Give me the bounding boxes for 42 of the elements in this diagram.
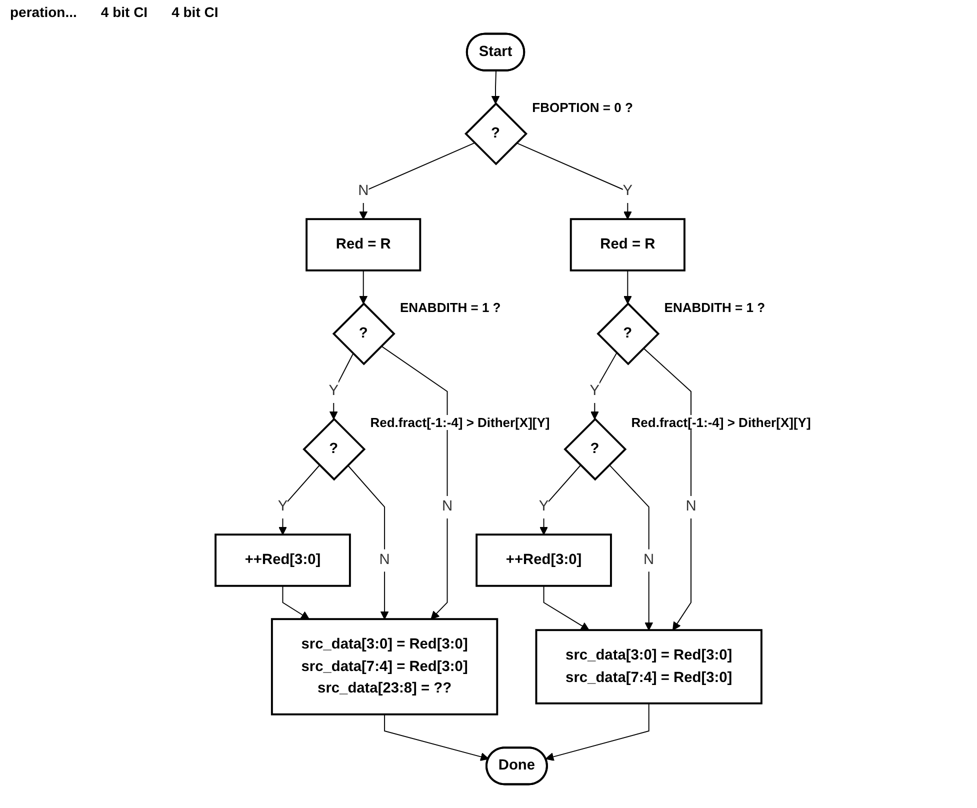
arrow — [608, 464, 654, 630]
edge-label: N — [358, 182, 369, 200]
condition-text: ENABDITH = 1 ? — [398, 300, 503, 315]
edge-label: Y — [590, 382, 600, 400]
condition-text: ENABDITH = 1 ? — [662, 300, 768, 315]
condition-text: Red.fract[-1:-4] > Dither[X][Y] — [368, 415, 552, 430]
arrow — [543, 585, 590, 630]
note-text: 4 bit CI — [100, 4, 148, 20]
edge-label: N — [379, 551, 390, 568]
arrow — [359, 142, 476, 220]
edge-label: Y — [538, 498, 549, 515]
condition-text: Red.fract[-1:-4] > Dither[X][Y] — [629, 415, 813, 430]
arrow — [516, 142, 632, 220]
arrow — [642, 348, 692, 630]
arrow — [545, 702, 650, 761]
node-box: Red = R — [570, 218, 686, 272]
arrow — [491, 70, 500, 104]
edge-label: N — [644, 551, 654, 568]
arrow — [380, 346, 448, 620]
condition-text: FBOPTION = 0 ? — [530, 100, 635, 115]
node-box: ++Red[3:0] — [476, 534, 612, 587]
edge-label: N — [686, 498, 696, 515]
node-box: src_data[3:0] = Red[3:0] src_data[7:4] = Red[3:0] src_data[23:8] = ?? — [270, 618, 498, 716]
arrow — [623, 270, 632, 304]
edge-label: Y — [622, 182, 633, 200]
node-diamond: ? — [302, 418, 366, 481]
edge-label: Y — [328, 382, 339, 400]
note-text: 4 bit CI — [172, 4, 218, 20]
node-box: ++Red[3:0] — [214, 534, 351, 587]
arrow — [282, 585, 310, 620]
node-diamond: ? — [564, 418, 627, 481]
arrow — [347, 464, 389, 620]
node-diamond: ? — [596, 302, 660, 366]
node-box: Red = R — [306, 218, 422, 272]
note-text: peration... — [10, 4, 77, 20]
edge-label: Y — [278, 498, 288, 515]
node-diamond: ? — [464, 102, 528, 166]
node-box: src_data[3:0] = Red[3:0] src_data[7:4] = Red[3:0] — [535, 629, 762, 704]
edge-label: N — [442, 498, 453, 515]
node-diamond: ? — [332, 302, 396, 366]
arrow — [359, 270, 368, 304]
arrow — [384, 714, 489, 761]
